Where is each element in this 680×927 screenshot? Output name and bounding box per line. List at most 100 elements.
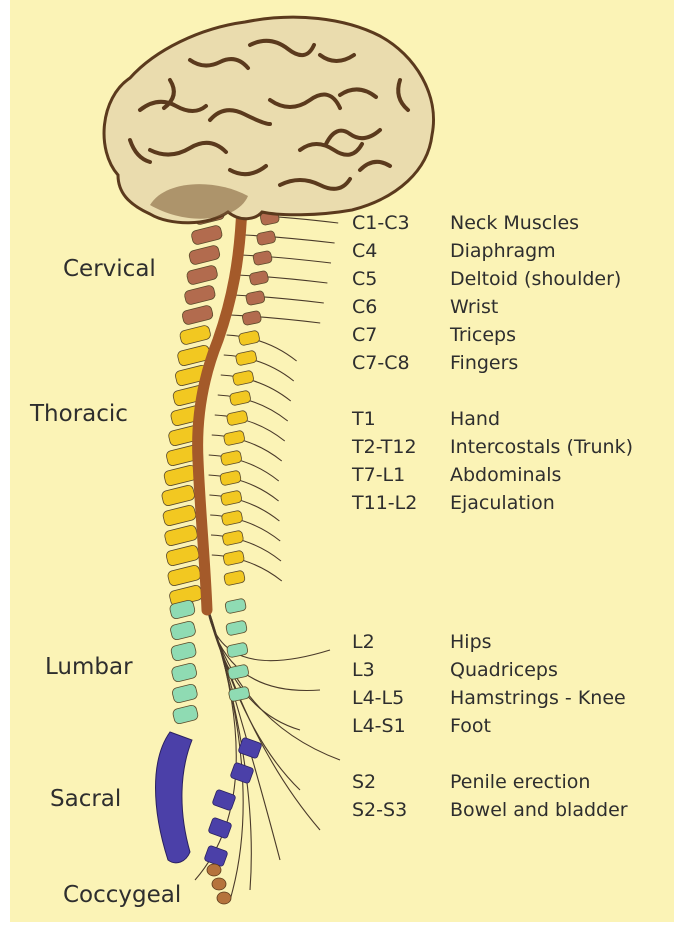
vertebra-process [226, 410, 248, 426]
sacral-process [212, 789, 236, 811]
sacrum [155, 731, 193, 864]
brain-fold [188, 57, 250, 70]
left-vertebrae-column [155, 205, 225, 864]
spinal-nerve [220, 374, 292, 402]
cauda-strand [206, 604, 331, 662]
vertebra-process [235, 350, 257, 366]
brain-fold [128, 138, 152, 164]
innervation-code: C1-C3 [352, 212, 410, 234]
innervation-function: Deltoid (shoulder) [450, 268, 622, 290]
spinal-cord [192, 199, 248, 616]
vertebra-process [226, 642, 249, 658]
spinal-nerve [208, 454, 280, 482]
innervation-function: Penile erection [450, 771, 591, 793]
vertebra-process [252, 250, 273, 266]
vertebra-process [232, 370, 254, 386]
vertebra-process [223, 430, 245, 446]
spinal-nerve [211, 554, 283, 582]
vertebra [184, 285, 216, 305]
innervation-function: Fingers [450, 352, 519, 374]
vertebra-process [228, 686, 250, 702]
innervation-function: Bowel and bladder [450, 799, 628, 821]
brain-fold [278, 177, 352, 191]
innervation-function: Abdominals [450, 464, 562, 486]
vertebra [171, 662, 198, 683]
region-label-sacral: Sacral [50, 786, 122, 812]
innervation-code: C4 [352, 240, 378, 262]
coccyx-segment [211, 877, 227, 891]
cauda-strand [206, 604, 321, 692]
vertebra [165, 545, 200, 566]
vertebra-process [225, 620, 248, 636]
innervation-function: Diaphragm [450, 240, 556, 262]
spinal-nerve [244, 234, 335, 244]
brain-fold [228, 164, 268, 177]
right-vertebrae-column [204, 210, 280, 905]
vertebra-process [220, 490, 242, 506]
vertebra [181, 305, 214, 325]
spinal-nerve [237, 274, 328, 284]
vertebra-process [219, 470, 242, 486]
brain-fold [208, 108, 272, 126]
innervation-code: C5 [352, 268, 378, 290]
region-label-cervical: Cervical [63, 256, 156, 282]
innervation-code: C6 [352, 296, 378, 318]
vertebra-process [222, 550, 245, 566]
spinal-nerve [211, 434, 283, 462]
vertebra [186, 265, 218, 285]
vertebra [170, 641, 197, 662]
vertebra-process [249, 270, 269, 286]
brain-fold [318, 53, 356, 63]
innervation-function: Hand [450, 408, 501, 430]
coccyx-segment [216, 891, 232, 905]
vertebra-process [223, 570, 246, 586]
innervation-code: T11-L2 [352, 492, 418, 514]
innervation-code: C7 [352, 324, 378, 346]
sacral-process [230, 762, 254, 784]
vertebra-process [245, 290, 266, 306]
innervation-code: L2 [352, 631, 375, 653]
brain-fold [148, 140, 228, 157]
spinal-nerve [226, 334, 297, 362]
region-label-coccygeal: Coccygeal [63, 882, 182, 908]
innervation-code: L4-S1 [352, 715, 406, 737]
innervation-code: C7-C8 [352, 352, 410, 374]
spinal-nerve [230, 314, 321, 324]
innervation-code: S2-S3 [352, 799, 408, 821]
vertebra [161, 485, 195, 506]
region-label-thoracic: Thoracic [30, 401, 128, 427]
vertebra-process [229, 390, 251, 406]
innervation-function: Foot [450, 715, 491, 737]
innervation-code: T7-L1 [352, 464, 406, 486]
vertebra-process [220, 450, 242, 466]
brain-fold [162, 78, 176, 110]
vertebra-process [256, 230, 276, 246]
innervation-function: Hips [450, 631, 492, 653]
spinal-nerve [208, 474, 279, 502]
brain-fold [324, 128, 382, 146]
brain-fold [138, 99, 208, 113]
vertebra [163, 465, 198, 486]
brain-fold [248, 38, 316, 57]
coccyx-segment [206, 863, 222, 877]
brain-fold [358, 159, 392, 172]
spinal-nerve [209, 494, 280, 522]
innervation-code: S2 [352, 771, 377, 793]
innervation-function: Triceps [450, 324, 516, 346]
vertebra [169, 599, 196, 620]
innervation-code: T2-T12 [352, 436, 417, 458]
spinal-nerve [214, 414, 286, 442]
spinal-nerve [223, 354, 295, 382]
spinal-nerve [210, 534, 282, 562]
spinal-nerve [233, 294, 324, 304]
brain-fold [298, 142, 364, 157]
vertebra [191, 225, 223, 245]
innervation-function: Wrist [450, 296, 499, 318]
innervation-function: Hamstrings - Knee [450, 687, 626, 709]
brain-fold [268, 92, 342, 110]
brain-fold [396, 78, 410, 112]
vertebra [170, 620, 196, 641]
vertebra-process [238, 330, 260, 346]
